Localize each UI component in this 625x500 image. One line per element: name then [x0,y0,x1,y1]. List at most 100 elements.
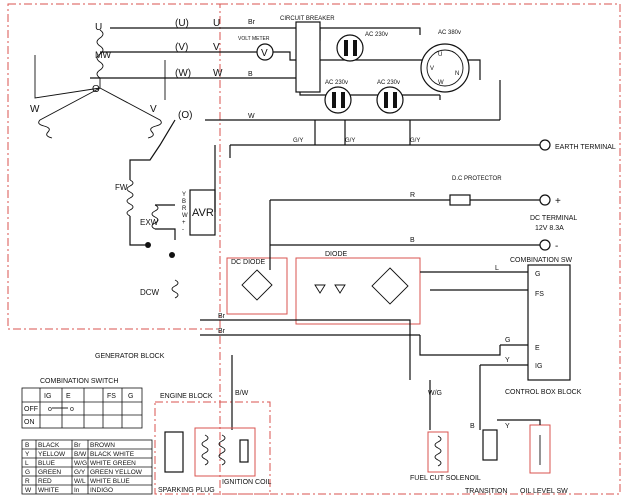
avr-pin-b: B [182,199,186,205]
coil-mw: MW [95,50,111,60]
diode-2 [334,284,346,294]
wire-u: U [213,18,220,29]
fuel-cut-box [427,431,449,473]
combination-sw-pin-fs: FS [535,291,544,298]
combo-header-g: G [128,393,133,400]
wire-tag-gy-1: G/Y [293,138,303,144]
wire-tag-br-3: Br [218,328,226,335]
dc-minus: - [555,241,558,252]
color-legend-table [21,439,153,495]
wire-tag-r: R [410,192,415,199]
control-box-boundary [219,3,621,495]
wire-tag-br: Br [248,19,256,26]
coil-w: W [30,104,40,115]
combo-header-e: E [66,393,71,400]
combo-row-off: OFF [24,406,38,413]
oil-level-sw-label: OIL LEVEL SW [520,488,568,495]
sparking-plug [164,431,184,473]
dc-diode-bridge [241,269,273,301]
dc-terminal-plus [539,194,551,206]
outlet-380-pin-n: N [455,71,459,77]
outlet-380-pin-u: U [438,52,442,58]
dc-terminal-label: DC TERMINAL [530,215,577,222]
combo-off-e: o [70,406,74,413]
legend-5-color: WHITE [38,487,60,494]
dc-protector-label: D.C PROTECTOR [452,176,502,182]
diode-label: DIODE [325,251,348,258]
avr-pin-r: R [182,206,187,212]
legend-4-color: RED [38,478,52,485]
wire-tag-b-3: B [470,423,475,430]
dc-terminal-rating: 12V 8.3A [535,225,564,232]
combo-off-ig: o [48,406,52,413]
wire-tag-gy-3: G/Y [410,138,420,144]
combo-header-fs: FS [107,393,116,400]
coil-fw: FW [115,183,128,192]
ignition-coil-label: IGNITION COIL [222,479,272,486]
field-winding [126,119,179,299]
control-box-label: CONTROL BOX BLOCK [505,389,582,396]
ignition-primary [201,434,209,466]
wire-tag-g: G [505,337,510,344]
combination-sw-pin-g: G [535,271,540,278]
legend-4-code2: W/L [74,478,86,485]
legend-1-color: YELLOW [38,451,66,458]
combination-sw-pin-e: E [535,345,540,352]
outlet-380-pin-v: V [430,66,434,72]
wire-tag-l: L [495,265,499,272]
legend-4-color2: WHITE BLUE [90,478,130,485]
combination-sw-box [527,264,571,381]
legend-2-code: L [25,460,29,467]
circuit-breaker [295,21,321,93]
wire-tag-y-3: Y [505,423,510,430]
coil-u: U [95,22,102,33]
volt-meter-v: V [261,48,268,59]
coil-exw: EXW [140,218,159,227]
legend-5-code2: In [74,487,80,494]
transition [482,429,498,461]
legend-2-color2: WHITE GREEN [90,460,136,467]
avr-box [189,189,216,236]
legend-3-color: GREEN [38,469,61,476]
wire-tag-bw: B/W [235,390,249,397]
combo-header-ig: IG [44,393,51,400]
outlet-230-a [336,34,364,62]
wire-v: V [213,42,220,53]
dc-protector [449,194,471,206]
coil-o: O [92,84,100,95]
legend-3-code: G [25,469,30,476]
legend-3-code2: G/Y [74,469,86,476]
engine-block-label: ENGINE BLOCK [160,393,213,400]
legend-1-code2: B/W [74,451,87,458]
engine-block-boundary [154,401,271,495]
coil-v: V [150,104,157,115]
legend-4-code: R [25,478,30,485]
combination-switch-table [21,387,143,429]
legend-1-code: Y [25,451,30,458]
legend-3-color2: GREEN YELLOW [90,469,143,476]
dc-plus: + [555,196,561,207]
dc-diode-label: DC DIODE [231,259,266,266]
wire-tag-y: Y [505,357,510,364]
bridge-rectifier [371,267,409,305]
outlet-230-c-label: AC 230v [377,80,400,86]
combo-row-on: ON [24,419,35,426]
avr-pin-plus: + [182,220,186,226]
ignition-coil-box [194,427,256,477]
generator-block-label: GENERATOR BLOCK [95,353,165,360]
dc-diode-box [226,257,288,315]
terminal-u: (U) [175,18,189,29]
terminal-o: (O) [178,110,192,121]
outlet-230-b-label: AC 230v [325,80,348,86]
outlet-380-pin-w: W [438,80,444,86]
wire-tag-gy-2: G/Y [345,138,355,144]
wire-tag-b-dc: B [410,237,415,244]
outlet-230-a-label: AC 230v [365,32,388,38]
main-winding [34,29,166,139]
dc-terminal-minus [539,239,551,251]
avr-label: AVR [192,207,214,219]
legend-0-code: B [25,442,29,449]
sparking-plug-label: SPARKING PLUG [158,487,215,494]
circuit-breaker-label: CIRCUIT BREAKER [280,16,335,22]
earth-terminal-line1: EARTH TERMINAL [555,144,616,151]
